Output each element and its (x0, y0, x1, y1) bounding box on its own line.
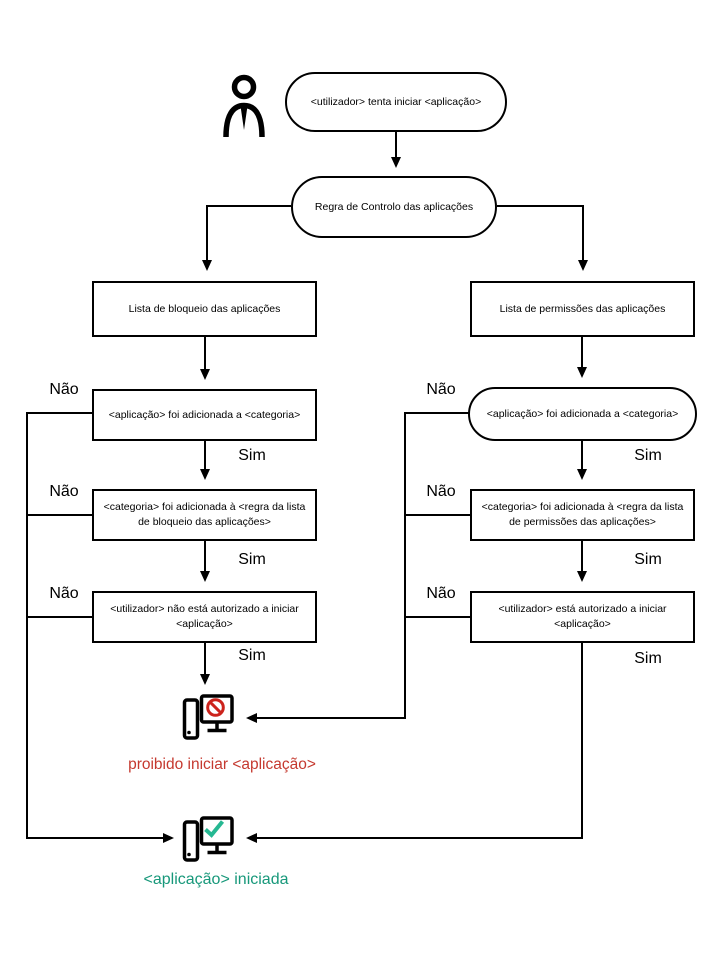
node-block-check-user-label: <utilizador> não está autorizado a inici… (110, 603, 299, 630)
node-allow-check-user-label: <utilizador> está autorizado a iniciar <… (498, 603, 667, 630)
branch-label-yes-block-3: Sim (238, 647, 266, 664)
node-block-check-rule-label: <categoria> foi adicionada à <regra da l… (103, 501, 306, 528)
branch-label-no-allow-2: Não (426, 483, 456, 500)
result-started-text: <aplicação> iniciada (143, 871, 289, 888)
node-allowlist-label: Lista de permissões das aplicações (499, 302, 666, 315)
node-allow-check-category-label: <aplicação> foi adicionada a <categoria> (486, 407, 679, 420)
node-start: <utilizador> tenta iniciar <aplicação> (285, 72, 507, 132)
user-icon (221, 74, 267, 143)
connector-allow-nao-rail-to-blocked (246, 412, 470, 723)
branch-label-no-allow-3: Não (426, 585, 456, 602)
branch-label-no-block-1: Não (49, 381, 79, 398)
node-block-check-category: <aplicação> foi adicionada a <categoria> (92, 389, 317, 441)
node-blocklist: Lista de bloqueio das aplicações (92, 281, 317, 337)
computer-started-icon (182, 816, 234, 873)
node-blocklist-label: Lista de bloqueio das aplicações (128, 302, 281, 315)
node-allow-check-rule-label: <categoria> foi adicionada à <regra da l… (481, 501, 684, 528)
connector-block-nao-rail-to-started (26, 412, 174, 843)
connector-rule-to-blocklist (202, 205, 291, 271)
branch-label-yes-allow-1: Sim (634, 447, 662, 464)
connector-rule-to-allowlist (497, 205, 588, 271)
node-allow-check-user: <utilizador> está autorizado a iniciar <… (470, 591, 695, 643)
branch-label-yes-block-1: Sim (238, 447, 266, 464)
node-rule: Regra de Controlo das aplicações (291, 176, 497, 238)
computer-blocked-icon (182, 694, 234, 751)
node-allow-check-rule: <categoria> foi adicionada à <regra da l… (470, 489, 695, 541)
node-allowlist: Lista de permissões das aplicações (470, 281, 695, 337)
node-rule-label: Regra de Controlo das aplicações (314, 200, 474, 213)
node-block-check-user: <utilizador> não está autorizado a inici… (92, 591, 317, 643)
branch-label-yes-allow-2: Sim (634, 551, 662, 568)
branch-label-no-block-2: Não (49, 483, 79, 500)
node-allow-check-category: <aplicação> foi adicionada a <categoria> (468, 387, 697, 441)
node-start-label: <utilizador> tenta iniciar <aplicação> (310, 95, 482, 108)
node-block-check-rule: <categoria> foi adicionada à <regra da l… (92, 489, 317, 541)
branch-label-no-allow-1: Não (426, 381, 456, 398)
branch-label-no-block-3: Não (49, 585, 79, 602)
result-blocked-text: proibido iniciar <aplicação> (128, 756, 316, 773)
branch-label-yes-allow-3: Sim (634, 650, 662, 667)
node-block-check-category-label: <aplicação> foi adicionada a <categoria> (108, 408, 301, 421)
branch-label-yes-block-2: Sim (238, 551, 266, 568)
connector-allow-sim-3-to-started (246, 643, 583, 843)
